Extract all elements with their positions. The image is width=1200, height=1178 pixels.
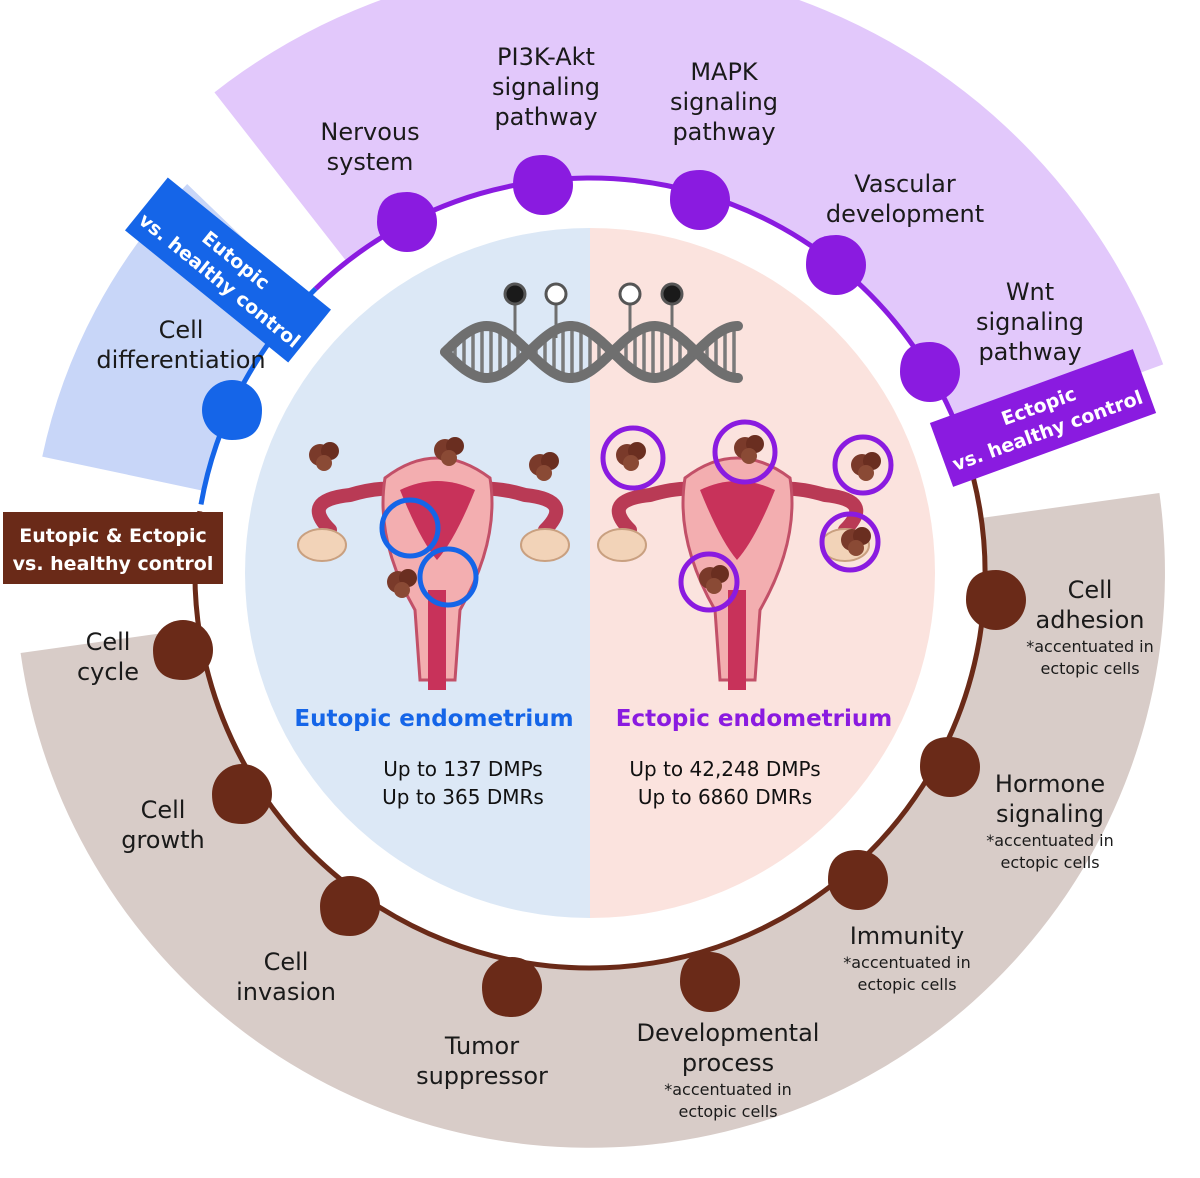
eutopic-title: Eutopic endometrium (294, 706, 573, 732)
pathway-label-line: Hormone (995, 770, 1105, 798)
shared-pathway-marker (320, 876, 380, 936)
pathway-label-line: Cell (141, 796, 186, 824)
pathway-label-line: Cell (1068, 576, 1113, 604)
shared-ring-arc (192, 476, 988, 971)
pathway-label-line: adhesion (1036, 606, 1145, 634)
pathway-label-line: Tumor (444, 1032, 519, 1060)
pathway-label: Immunity *accentuated in ectopic cells (843, 922, 971, 994)
pathway-label-line: Cell (264, 948, 309, 976)
pathway-note-line: *accentuated in (1026, 637, 1154, 656)
shared-banner-line1: Eutopic & Ectopic (19, 525, 207, 547)
uterus-icon (597, 419, 894, 690)
shared-pathway-marker (920, 737, 980, 797)
pathway-note-line: *accentuated in (843, 953, 971, 972)
ectopic-dmrs: Up to 6860 DMRs (638, 785, 812, 809)
pathway-note-line: ectopic cells (1000, 853, 1099, 872)
pathway-label-line: Developmental (637, 1019, 820, 1047)
pathway-note-line: *accentuated in (986, 831, 1114, 850)
pathway-label-line: system (327, 148, 414, 176)
pathway-label-line: Nervous (320, 118, 419, 146)
shared-pathway-marker (680, 952, 740, 1012)
methyl-group-filled-icon (503, 282, 527, 306)
shared-pathway-marker (828, 850, 888, 910)
uterus-icon (297, 437, 570, 690)
pathway-note-line: ectopic cells (857, 975, 956, 994)
ectopic-pathway-marker (377, 192, 437, 252)
eutopic-pathway-marker (202, 380, 262, 440)
ectopic-dmps: Up to 42,248 DMPs (629, 757, 820, 781)
ectopic-pathway-marker (670, 170, 730, 230)
pathway-label-line: Immunity (850, 922, 965, 950)
dna-helix-icon (440, 282, 743, 384)
pathway-label-line: Vascular (854, 170, 956, 198)
pathway-label-line: development (826, 200, 984, 228)
ectopic-title: Ectopic endometrium (616, 706, 893, 732)
methyl-group-filled-icon (660, 282, 684, 306)
pathway-label-line: invasion (236, 978, 336, 1006)
pathway-markers (153, 155, 1026, 1017)
pathway-label-line: growth (121, 826, 205, 854)
pathway-label-line: signaling (976, 308, 1084, 336)
pathway-labels: NervoussystemPI3K-AktsignalingpathwayMAP… (77, 43, 1154, 1121)
pathway-label-line: PI3K-Akt (497, 43, 595, 71)
shared-pathway-marker (966, 570, 1026, 630)
pathway-label-line: pathway (494, 103, 597, 131)
methyl-group-empty-icon (544, 282, 568, 306)
eutopic-dmps: Up to 137 DMPs (383, 757, 542, 781)
pathway-label-line: signaling (492, 73, 600, 101)
pathway-note-line: ectopic cells (1040, 659, 1139, 678)
pathway-label-line: MAPK (690, 58, 759, 86)
shared-pathway-marker (153, 620, 213, 680)
pathway-label-line: signaling (670, 88, 778, 116)
pathway-label-line: pathway (672, 118, 775, 146)
shared-pathway-marker (482, 957, 542, 1017)
ectopic-pathway-marker (900, 342, 960, 402)
pathway-label-line: pathway (978, 338, 1081, 366)
methyl-group-empty-icon (618, 282, 642, 306)
pathway-label-line: signaling (996, 800, 1104, 828)
shared-sector (20, 492, 1165, 1148)
ectopic-pathway-marker (513, 155, 573, 215)
pathway-label-line: Cell (159, 316, 204, 344)
pathway-label-line: cycle (77, 658, 139, 686)
pathway-label-line: Cell (86, 628, 131, 656)
pathway-label-line: differentiation (96, 346, 265, 374)
shared-pathway-marker (212, 764, 272, 824)
pathway-label-line: suppressor (416, 1062, 548, 1090)
pathway-label-line: Wnt (1006, 278, 1054, 306)
shared-banner: Eutopic & Ectopic vs. healthy control (3, 512, 223, 584)
pathway-note-line: ectopic cells (678, 1102, 777, 1121)
pathway-note-line: *accentuated in (664, 1080, 792, 1099)
ectopic-pathway-marker (806, 235, 866, 295)
shared-banner-line2: vs. healthy control (13, 553, 214, 575)
pathway-label-line: process (682, 1049, 774, 1077)
eutopic-dmrs: Up to 365 DMRs (382, 785, 544, 809)
